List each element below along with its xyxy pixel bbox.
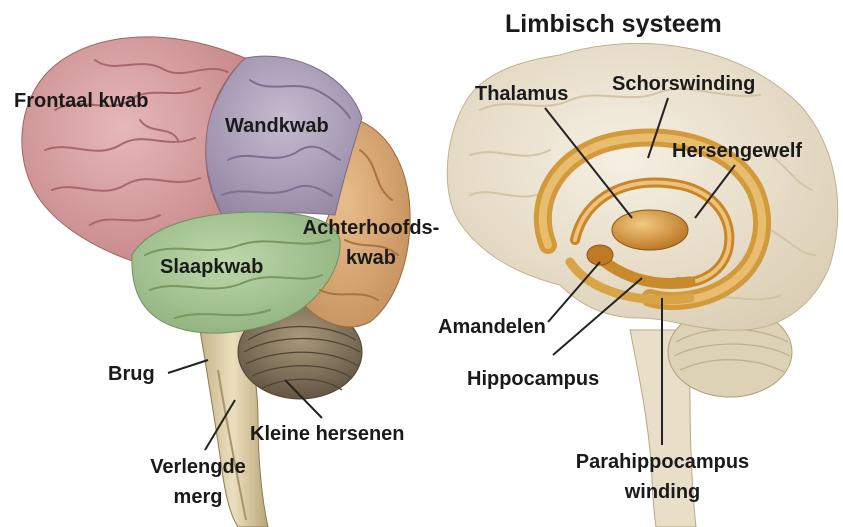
label-medulla-line1: Verlengde bbox=[128, 452, 268, 482]
label-occipital-lobe: Achterhoofds- kwab bbox=[282, 213, 460, 273]
label-parahippocampal-line2: winding bbox=[525, 477, 800, 507]
label-temporal-lobe: Slaapkwab bbox=[160, 256, 263, 279]
pons-leader bbox=[168, 360, 208, 373]
label-parietal-lobe: Wandkwab bbox=[225, 115, 329, 138]
label-fornix: Hersengewelf bbox=[672, 140, 802, 163]
label-parahippocampal-line1: Parahippocampus bbox=[525, 447, 800, 477]
label-cerebellum: Kleine hersenen bbox=[250, 423, 405, 446]
label-parahippocampal: Parahippocampus winding bbox=[525, 447, 800, 507]
label-cingulate: Schorswinding bbox=[612, 73, 755, 96]
label-occipital-line2: kwab bbox=[282, 243, 460, 273]
label-hippocampus: Hippocampus bbox=[467, 368, 599, 391]
label-medulla: Verlengde merg bbox=[128, 452, 268, 512]
label-medulla-line2: merg bbox=[128, 482, 268, 512]
label-occipital-line1: Achterhoofds- bbox=[282, 213, 460, 243]
thalamus bbox=[612, 210, 688, 250]
diagram-title: Limbisch systeem bbox=[505, 10, 722, 39]
label-amygdala: Amandelen bbox=[438, 316, 546, 339]
label-pons: Brug bbox=[108, 363, 155, 386]
label-thalamus: Thalamus bbox=[475, 83, 568, 106]
label-frontal-lobe: Frontaal kwab bbox=[14, 90, 148, 113]
